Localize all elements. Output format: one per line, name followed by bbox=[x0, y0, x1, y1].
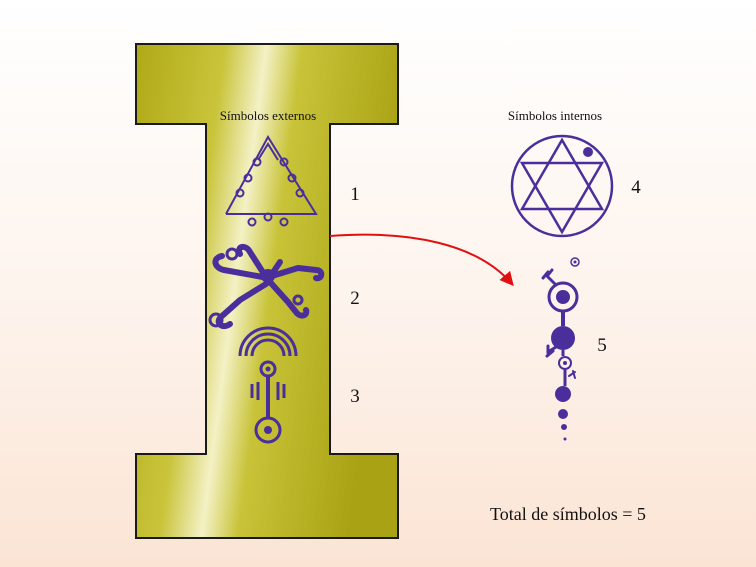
total-symbols-label: Total de símbolos = 5 bbox=[490, 504, 646, 524]
arcs-staff-symbol-icon bbox=[238, 326, 298, 444]
symbol-number-2: 2 bbox=[350, 288, 360, 309]
symbol-number-4: 4 bbox=[631, 177, 641, 198]
symbol-number-1: 1 bbox=[350, 184, 360, 205]
hexagram-circle-symbol-icon bbox=[510, 134, 614, 238]
red-arrow bbox=[329, 233, 514, 287]
i-beam-shape bbox=[135, 43, 399, 539]
vertical-chain-symbol-icon bbox=[541, 257, 580, 441]
branched-spiral-symbol-icon bbox=[208, 244, 325, 330]
triangle-dots-symbol-icon bbox=[225, 135, 318, 227]
internal-symbols-label: Símbolos internos bbox=[508, 108, 602, 123]
external-symbols-label: Símbolos externos bbox=[220, 108, 316, 123]
symbol-number-3: 3 bbox=[350, 386, 360, 407]
symbol-number-5: 5 bbox=[597, 335, 607, 356]
